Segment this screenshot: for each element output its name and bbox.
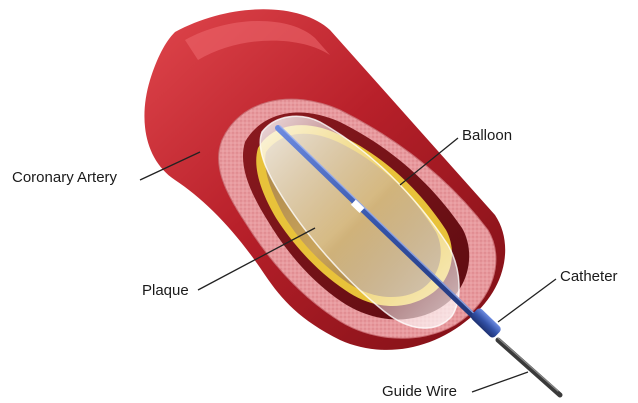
label-catheter: Catheter xyxy=(560,268,618,286)
guide-wire-highlight xyxy=(498,338,558,391)
label-plaque: Plaque xyxy=(142,282,189,300)
leader-line-guide-wire xyxy=(472,372,528,392)
guide-wire xyxy=(498,340,560,395)
label-balloon: Balloon xyxy=(462,127,512,145)
label-coronary-artery: Coronary Artery xyxy=(12,169,117,187)
label-guide-wire: Guide Wire xyxy=(382,383,457,401)
leader-line-catheter xyxy=(498,279,556,322)
